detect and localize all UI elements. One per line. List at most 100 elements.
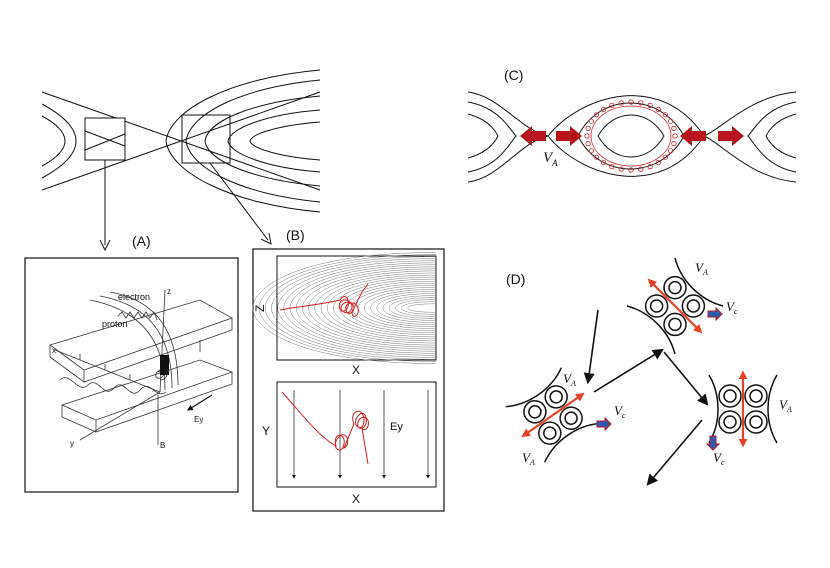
site-left [505,367,601,463]
flux-loop [668,280,682,295]
flux-loop [668,317,682,332]
flux-loop [644,294,669,318]
contour-line [326,276,437,340]
orbit-loop [593,112,600,118]
contour-line [382,295,437,321]
ey-arrow-a [186,394,213,411]
orbit-loop [618,100,624,106]
panel-c-label: (C) [504,67,523,83]
contour-line [314,272,437,344]
orbit-loop [647,164,653,170]
contour-line [401,301,437,315]
flux-loop [543,426,557,440]
axis-x-label-a: x [52,346,56,355]
orbit-loop [667,148,674,154]
contour-line [264,256,437,360]
xpoint-diagram [41,69,321,213]
site-right [708,370,778,448]
va-label-d-4: VA [779,397,792,414]
connector-to-b [209,162,268,240]
orbit-loop [588,118,595,124]
orbit-loop [671,141,677,147]
z-axis-label-b: Z [253,305,267,312]
orbit-loop [662,154,669,160]
path-arrow-4 [646,419,703,486]
axis-z-label-a: z [167,287,171,296]
orbit-loop [638,166,644,172]
orbit-loop [667,118,674,124]
orbit-loop [618,166,624,172]
panel-a-label: (A) [132,233,151,249]
contour-line [407,303,437,313]
contour-line [376,293,437,323]
inflow-arrows [520,126,744,146]
orbit-loop [609,102,615,109]
flux-loop [528,405,542,419]
contour-line [302,268,437,348]
panel-b-label: (B) [286,227,305,243]
ey-label-a: Ey [194,415,203,424]
path-arrow-3 [663,351,709,406]
field-line [674,257,724,307]
orbit-ellipse [590,105,672,167]
flux-loop [564,411,578,425]
panel-d: (D) VA VA Vc VA Vc VA Vc [505,257,792,486]
orbit-loop [655,106,662,113]
flux-loop [549,390,563,404]
panel-a: electron proton z x y B Ey [24,257,239,493]
contour-line [252,252,437,364]
flux-loop [723,389,737,403]
flux-loop [663,312,687,337]
field-line [708,374,719,444]
arrow-c-4 [718,126,744,146]
orbit-loop [671,125,677,131]
field-line [505,367,563,408]
va-label-d-1: VA [563,371,576,388]
flux-loop [718,410,742,434]
contour-line [258,254,437,362]
drift-arrow-shape [707,306,723,322]
contour-line [271,258,437,358]
drift-arrow [705,435,721,451]
va-label-c: VA [543,150,558,168]
drift-arrow-shape [705,435,721,451]
orbit-loop [600,160,607,166]
contour-line [333,278,437,338]
site-top [626,257,724,355]
va-label-d-3: VA [695,260,708,277]
contour-line [395,299,437,317]
path-arrow-2 [593,348,664,393]
drift-arrow [707,306,723,322]
vc-label-d-1: Vc [614,403,626,420]
flux-loop [559,406,583,430]
orbit-loop [585,141,591,147]
outflow-arrow [552,392,585,416]
outflow-arrow [521,414,554,438]
orbit-loop [655,160,662,166]
flux-loop [744,384,768,408]
flux-loop [749,389,763,403]
panel-c: (C) VA [467,67,797,183]
va-label-d-2: VA [522,450,535,467]
orbit-loop [585,125,591,131]
flux-loop [681,294,706,318]
x-axis-bottom-label-b: X [352,492,360,506]
panel-d-label: (D) [506,271,525,287]
contour-line [308,270,437,346]
contour-line [283,262,437,354]
proton-label: proton [102,319,128,329]
contour-line [295,266,437,350]
x-axis-top-label-b: X [352,363,360,377]
flux-loop [749,415,763,429]
orbit-loop [609,164,615,170]
vc-label-d-2: Vc [726,299,738,316]
flux-loop [723,415,737,429]
drift-arrow-shape [596,416,612,432]
flux-loop [544,385,568,409]
orbit-loop [662,112,669,118]
orbit-loop [672,133,678,139]
contour-line [277,260,437,356]
flux-loop [538,421,562,445]
orbit-loop [628,99,634,105]
contour-line [388,297,437,319]
